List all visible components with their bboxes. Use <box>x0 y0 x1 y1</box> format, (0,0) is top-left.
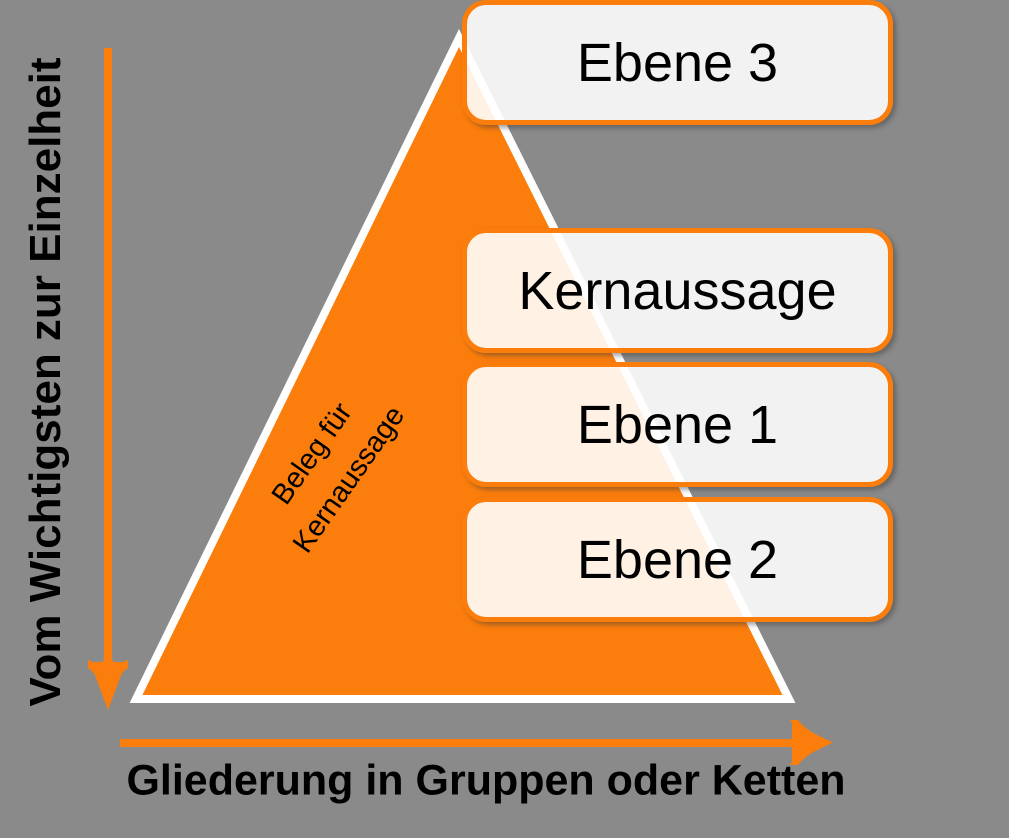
x-axis-label: Gliederung in Gruppen oder Ketten <box>126 756 846 805</box>
down-arrow-icon <box>88 48 128 710</box>
level-label: Ebene 2 <box>576 529 779 590</box>
level-box-ebene-1: Ebene 1 <box>462 362 893 487</box>
level-label: Kernaussage <box>518 260 837 321</box>
level-box-ebene-3: Ebene 3 <box>462 0 893 125</box>
level-label: Ebene 3 <box>576 32 779 93</box>
level-box-kernaussage: Kernaussage <box>462 228 893 353</box>
y-axis-label: Vom Wichtigsten zur Einzelheit <box>21 57 70 707</box>
level-label: Ebene 1 <box>576 394 779 455</box>
level-box-ebene-2: Ebene 2 <box>462 497 893 622</box>
right-arrow-icon <box>120 720 833 765</box>
